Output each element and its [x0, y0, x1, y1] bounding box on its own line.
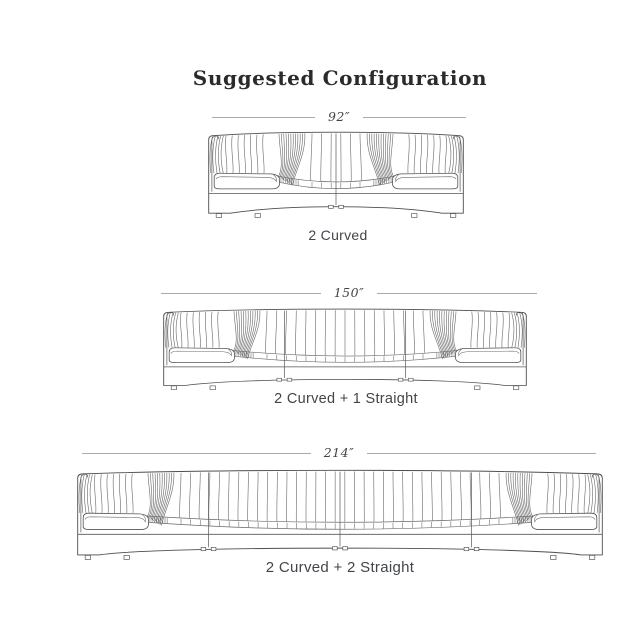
page-title: Suggested Configuration [192, 66, 488, 90]
dimension-rule-left [212, 116, 315, 118]
dimension-line: 214″ [82, 445, 596, 461]
dimension-rule-right [377, 292, 537, 294]
dimension-rule-right [367, 452, 596, 454]
sofa-drawing-2-curved [208, 131, 464, 218]
dimension-rule-right [363, 116, 467, 118]
dimension-label: 214″ [323, 444, 355, 460]
dimension-rule-left [161, 292, 321, 294]
dimension-rule-left [82, 452, 311, 454]
configuration-caption: 2 Curved + 2 Straight [265, 559, 415, 576]
sofa-drawing-2-curved-1-straight [163, 308, 527, 390]
dimension-line: 150″ [161, 285, 537, 301]
sofa-drawing-2-curved-2-straight [77, 469, 603, 560]
configuration-caption: 2 Curved [308, 227, 368, 243]
dimension-label: 150″ [333, 284, 365, 300]
dimension-label: 92″ [327, 108, 351, 124]
dimension-line: 92″ [212, 108, 467, 125]
configuration-caption: 2 Curved + 1 Straight [274, 391, 418, 407]
